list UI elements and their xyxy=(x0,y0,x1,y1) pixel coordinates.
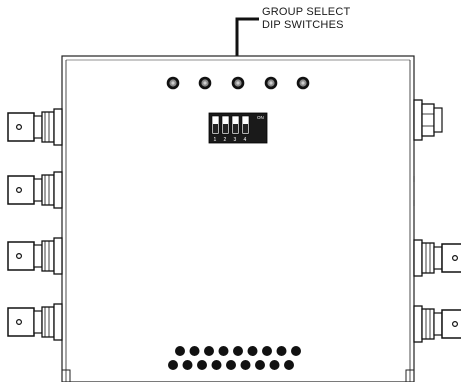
cable-gland-right xyxy=(413,99,443,206)
dip-switch-2[interactable]: 2 xyxy=(221,115,230,143)
dip-switch[interactable]: 1 2 3 4 ON xyxy=(208,112,268,144)
ventilation-holes xyxy=(168,346,301,370)
vent-hole xyxy=(218,346,229,356)
bnc-connector-right-2 xyxy=(413,305,461,343)
vent-hole xyxy=(276,346,287,356)
vent-hole xyxy=(262,346,272,356)
bnc-connector-left-3 xyxy=(7,237,63,275)
dip-switch-1[interactable]: 1 xyxy=(211,115,220,143)
dip-number-2: 2 xyxy=(224,137,227,143)
vent-hole xyxy=(291,346,301,356)
vent-hole xyxy=(233,346,243,356)
vent-hole xyxy=(204,346,214,356)
callout-line-2: DIP SWITCHES xyxy=(262,19,344,31)
vent-hole xyxy=(168,360,178,370)
left-connectors xyxy=(7,108,63,341)
indicator-led-2 xyxy=(198,76,212,90)
vent-hole xyxy=(247,346,258,356)
indicator-led-1 xyxy=(166,76,180,90)
vent-hole xyxy=(197,360,207,370)
bnc-connector-left-2 xyxy=(7,171,63,209)
vent-hole xyxy=(211,360,222,370)
vent-hole xyxy=(240,360,251,370)
indicator-row xyxy=(166,76,310,90)
indicator-led-4 xyxy=(264,76,278,90)
vent-hole xyxy=(269,360,280,370)
vent-hole xyxy=(182,360,193,370)
vent-hole xyxy=(255,360,265,370)
dip-number-1: 1 xyxy=(214,137,217,143)
bnc-connector-right-1 xyxy=(413,239,461,277)
vent-hole xyxy=(175,346,185,356)
dip-on-label: ON xyxy=(257,115,264,120)
bnc-connector-left-1 xyxy=(7,108,63,146)
vent-hole xyxy=(226,360,236,370)
callout-line-1: GROUP SELECT xyxy=(262,6,351,18)
bnc-connector-left-4 xyxy=(7,303,63,341)
dip-number-4: 4 xyxy=(244,137,247,143)
right-connectors xyxy=(413,99,461,343)
indicator-led-3 xyxy=(231,76,245,90)
vent-hole xyxy=(189,346,200,356)
dip-switch-3[interactable]: 3 xyxy=(231,115,240,143)
vent-hole xyxy=(284,360,294,370)
dip-switch-4[interactable]: 4 xyxy=(241,115,250,143)
dip-number-3: 3 xyxy=(234,137,237,143)
indicator-led-5 xyxy=(296,76,310,90)
enclosure xyxy=(61,55,415,382)
